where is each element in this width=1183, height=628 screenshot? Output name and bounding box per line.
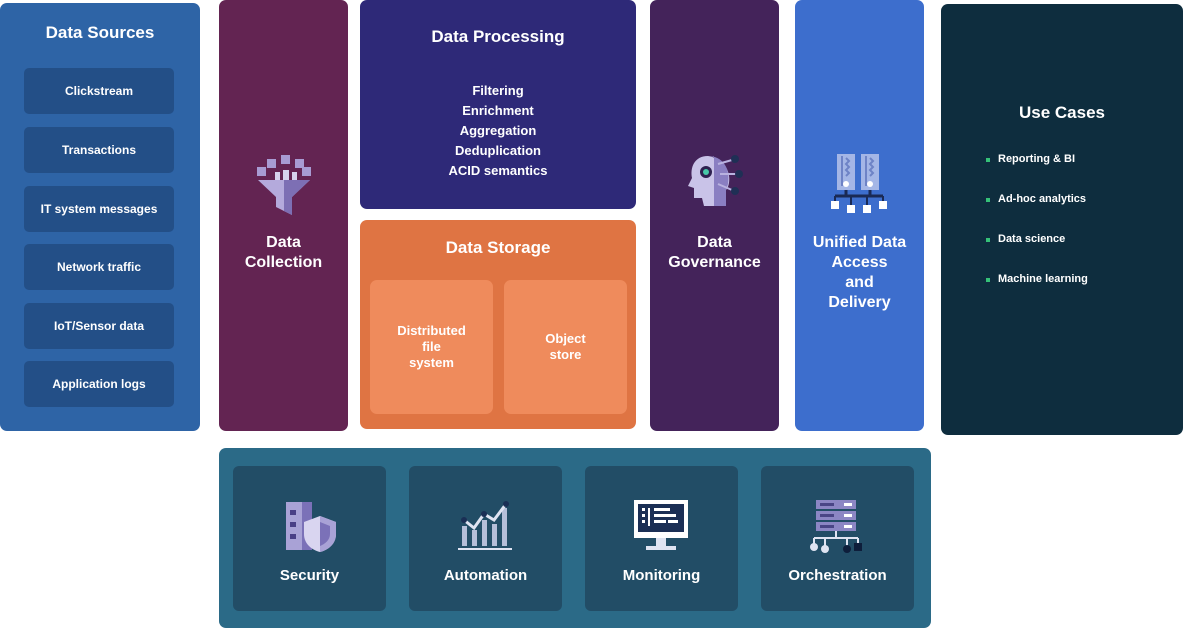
processing-item: Deduplication (455, 143, 541, 158)
data-access-line1: Unified Data (812, 234, 907, 251)
object-line2: store (549, 347, 582, 362)
source-item-application-logs: Application logs (24, 361, 174, 407)
distributed-file-system-box: Distributed file system (370, 280, 493, 414)
data-processing-title: Data Processing (431, 27, 565, 46)
source-item-transactions: Transactions (24, 127, 174, 173)
data-collection-line2: Collection (244, 254, 323, 271)
source-item-iot-sensor-data: IoT/Sensor data (24, 303, 174, 349)
platform-services-panel: Security Automation (219, 448, 931, 628)
bullet-icon (986, 278, 990, 282)
use-case-item: Reporting & BI (998, 153, 1075, 165)
use-cases-title: Use Cases (1018, 103, 1105, 122)
distributed-line1: Distributed (397, 323, 466, 338)
data-storage-panel: Data Storage Distributed file system Obj… (360, 220, 636, 429)
object-store-box: Object store (504, 280, 627, 414)
data-sources-panel: Data Sources Clickstream Transactions IT… (0, 3, 200, 431)
tool-security: Security (233, 466, 386, 611)
data-governance-line1: Data (697, 234, 732, 251)
monitor-icon (634, 500, 688, 550)
funnel-icon (257, 155, 311, 215)
source-item-clickstream: Clickstream (24, 68, 174, 114)
processing-item: Filtering (472, 83, 524, 98)
data-collection-panel: Data Collection (219, 0, 348, 431)
source-item-network-traffic: Network traffic (24, 244, 174, 290)
server-network-icon (831, 154, 887, 213)
data-storage-title: Data Storage (445, 238, 551, 257)
use-case-item: Machine learning (998, 273, 1088, 285)
bullet-icon (986, 198, 990, 202)
use-case-item: Ad-hoc analytics (998, 193, 1087, 205)
tool-monitoring: Monitoring (585, 466, 738, 611)
monitoring-label: Monitoring (622, 567, 701, 584)
data-governance-title: Data Governance (650, 233, 779, 273)
processing-item: Enrichment (462, 103, 534, 118)
distributed-line2: file (422, 339, 441, 354)
use-case-item: Data science (998, 233, 1066, 245)
processing-item: Aggregation (459, 123, 537, 138)
data-processing-list: Filtering Enrichment Aggregation Dedupli… (360, 81, 636, 181)
security-label: Security (279, 567, 340, 584)
tool-automation: Automation (409, 466, 562, 611)
data-processing-panel: Data Processing Filtering Enrichment Agg… (360, 0, 636, 209)
data-access-panel: Unified Data Access and Delivery (795, 0, 924, 431)
bullet-icon (986, 238, 990, 242)
ai-head-icon (688, 155, 743, 206)
orchestration-label: Orchestration (788, 567, 887, 584)
object-line1: Object (545, 331, 586, 346)
processing-item: ACID semantics (448, 163, 548, 178)
tool-orchestration: Orchestration (761, 466, 914, 611)
data-access-title: Unified Data Access and Delivery (795, 233, 924, 313)
data-sources-title: Data Sources (45, 23, 155, 42)
data-governance-line2: Governance (668, 254, 761, 271)
data-governance-panel: Data Governance (650, 0, 779, 431)
automation-label: Automation (443, 567, 528, 584)
data-access-line2: Access (831, 254, 888, 271)
bullet-icon (986, 158, 990, 162)
data-collection-line1: Data (266, 234, 301, 251)
data-access-line4: Delivery (828, 294, 891, 311)
security-shield-icon (286, 502, 336, 552)
source-item-it-system-messages: IT system messages (24, 186, 174, 232)
distributed-line3: system (409, 355, 454, 370)
use-cases-panel: Use Cases Reporting & BI Ad-hoc analytic… (941, 4, 1183, 435)
data-access-line3: and (845, 274, 874, 291)
automation-chart-icon (458, 501, 512, 550)
data-collection-title: Data Collection (219, 233, 348, 273)
orchestration-network-icon (810, 500, 862, 553)
